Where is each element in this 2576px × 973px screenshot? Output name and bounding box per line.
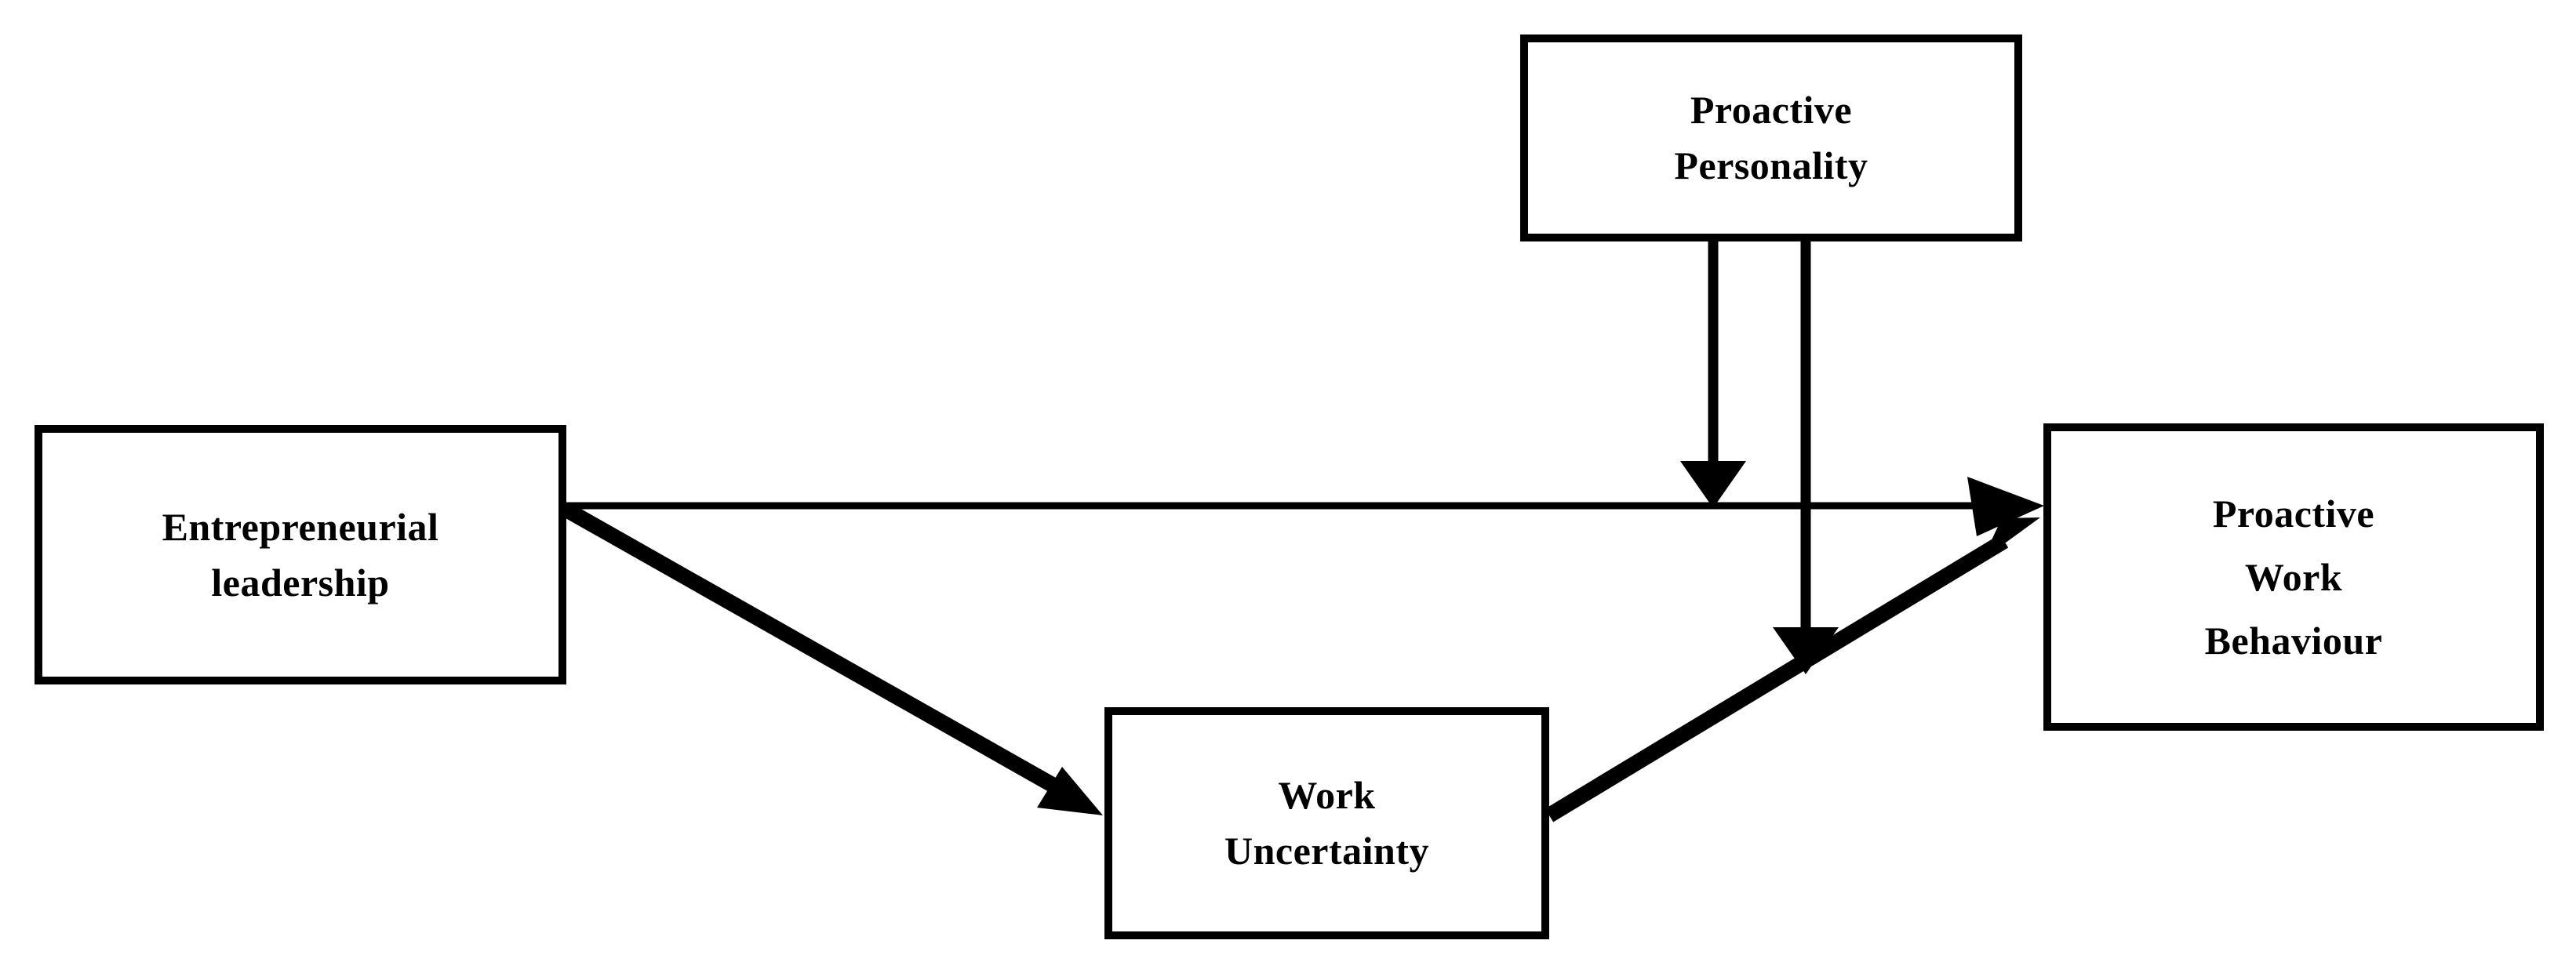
node-proactive-work-behaviour[interactable]: Proactive Work Behaviour <box>2043 423 2544 731</box>
node-label-line: Proactive <box>2212 491 2375 536</box>
node-label-line: Work <box>1278 773 1376 817</box>
node-label-line: Work <box>2244 554 2343 599</box>
edge-wu-to-pwb <box>1545 517 2040 822</box>
node-label-line: Personality <box>1674 143 1868 187</box>
node-proactive-personality[interactable]: Proactive Personality <box>1520 34 2022 241</box>
edge-pp-moderates-el-to-pwb <box>1680 241 1746 508</box>
node-label-line: Behaviour <box>2204 618 2383 663</box>
node-label-line: Entrepreneurial <box>162 504 439 549</box>
node-label-line: leadership <box>211 560 390 604</box>
node-work-uncertainty[interactable]: Work Uncertainty <box>1104 707 1549 939</box>
edge-el-to-wu <box>562 503 1103 815</box>
arrowhead-into-pwb <box>1967 477 2044 536</box>
node-label-line: Proactive <box>1690 88 1853 132</box>
edge-pp-moderates-wu-to-pwb <box>1773 241 1839 674</box>
node-entrepreneurial-leadership[interactable]: Entrepreneurial leadership <box>35 425 566 684</box>
node-label-line: Uncertainty <box>1224 829 1429 873</box>
